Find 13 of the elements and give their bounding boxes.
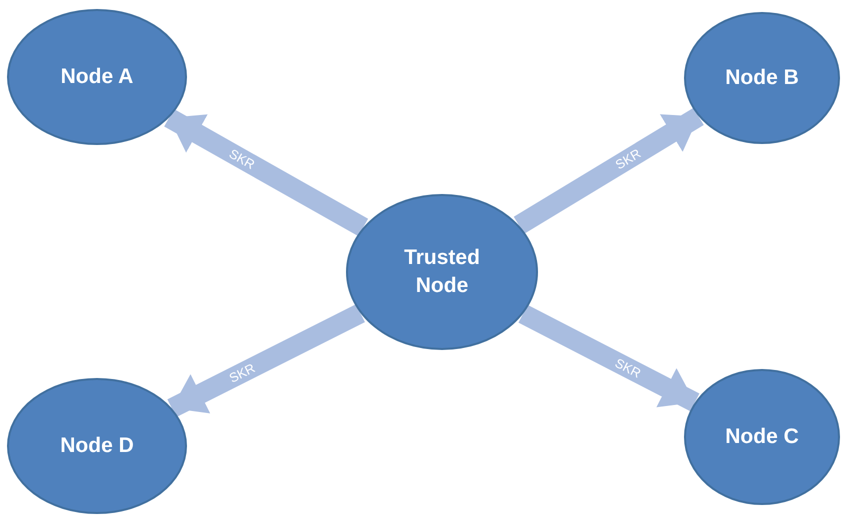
block-arrow: [518, 304, 700, 412]
node-label: Trusted Node: [403, 244, 481, 299]
node-label: Node B: [725, 64, 799, 91]
node-label: Node C: [725, 424, 799, 450]
block-arrow: [164, 109, 368, 236]
edge-label: SKR: [612, 146, 642, 172]
edge-label: SKR: [227, 146, 257, 172]
node-label: Node A: [60, 64, 134, 90]
block-arrow: [514, 108, 704, 234]
node-label: Node D: [60, 432, 134, 459]
block-arrow: [167, 304, 365, 418]
edge-label: SKR: [227, 361, 257, 385]
edge-label: SKR: [612, 356, 642, 380]
